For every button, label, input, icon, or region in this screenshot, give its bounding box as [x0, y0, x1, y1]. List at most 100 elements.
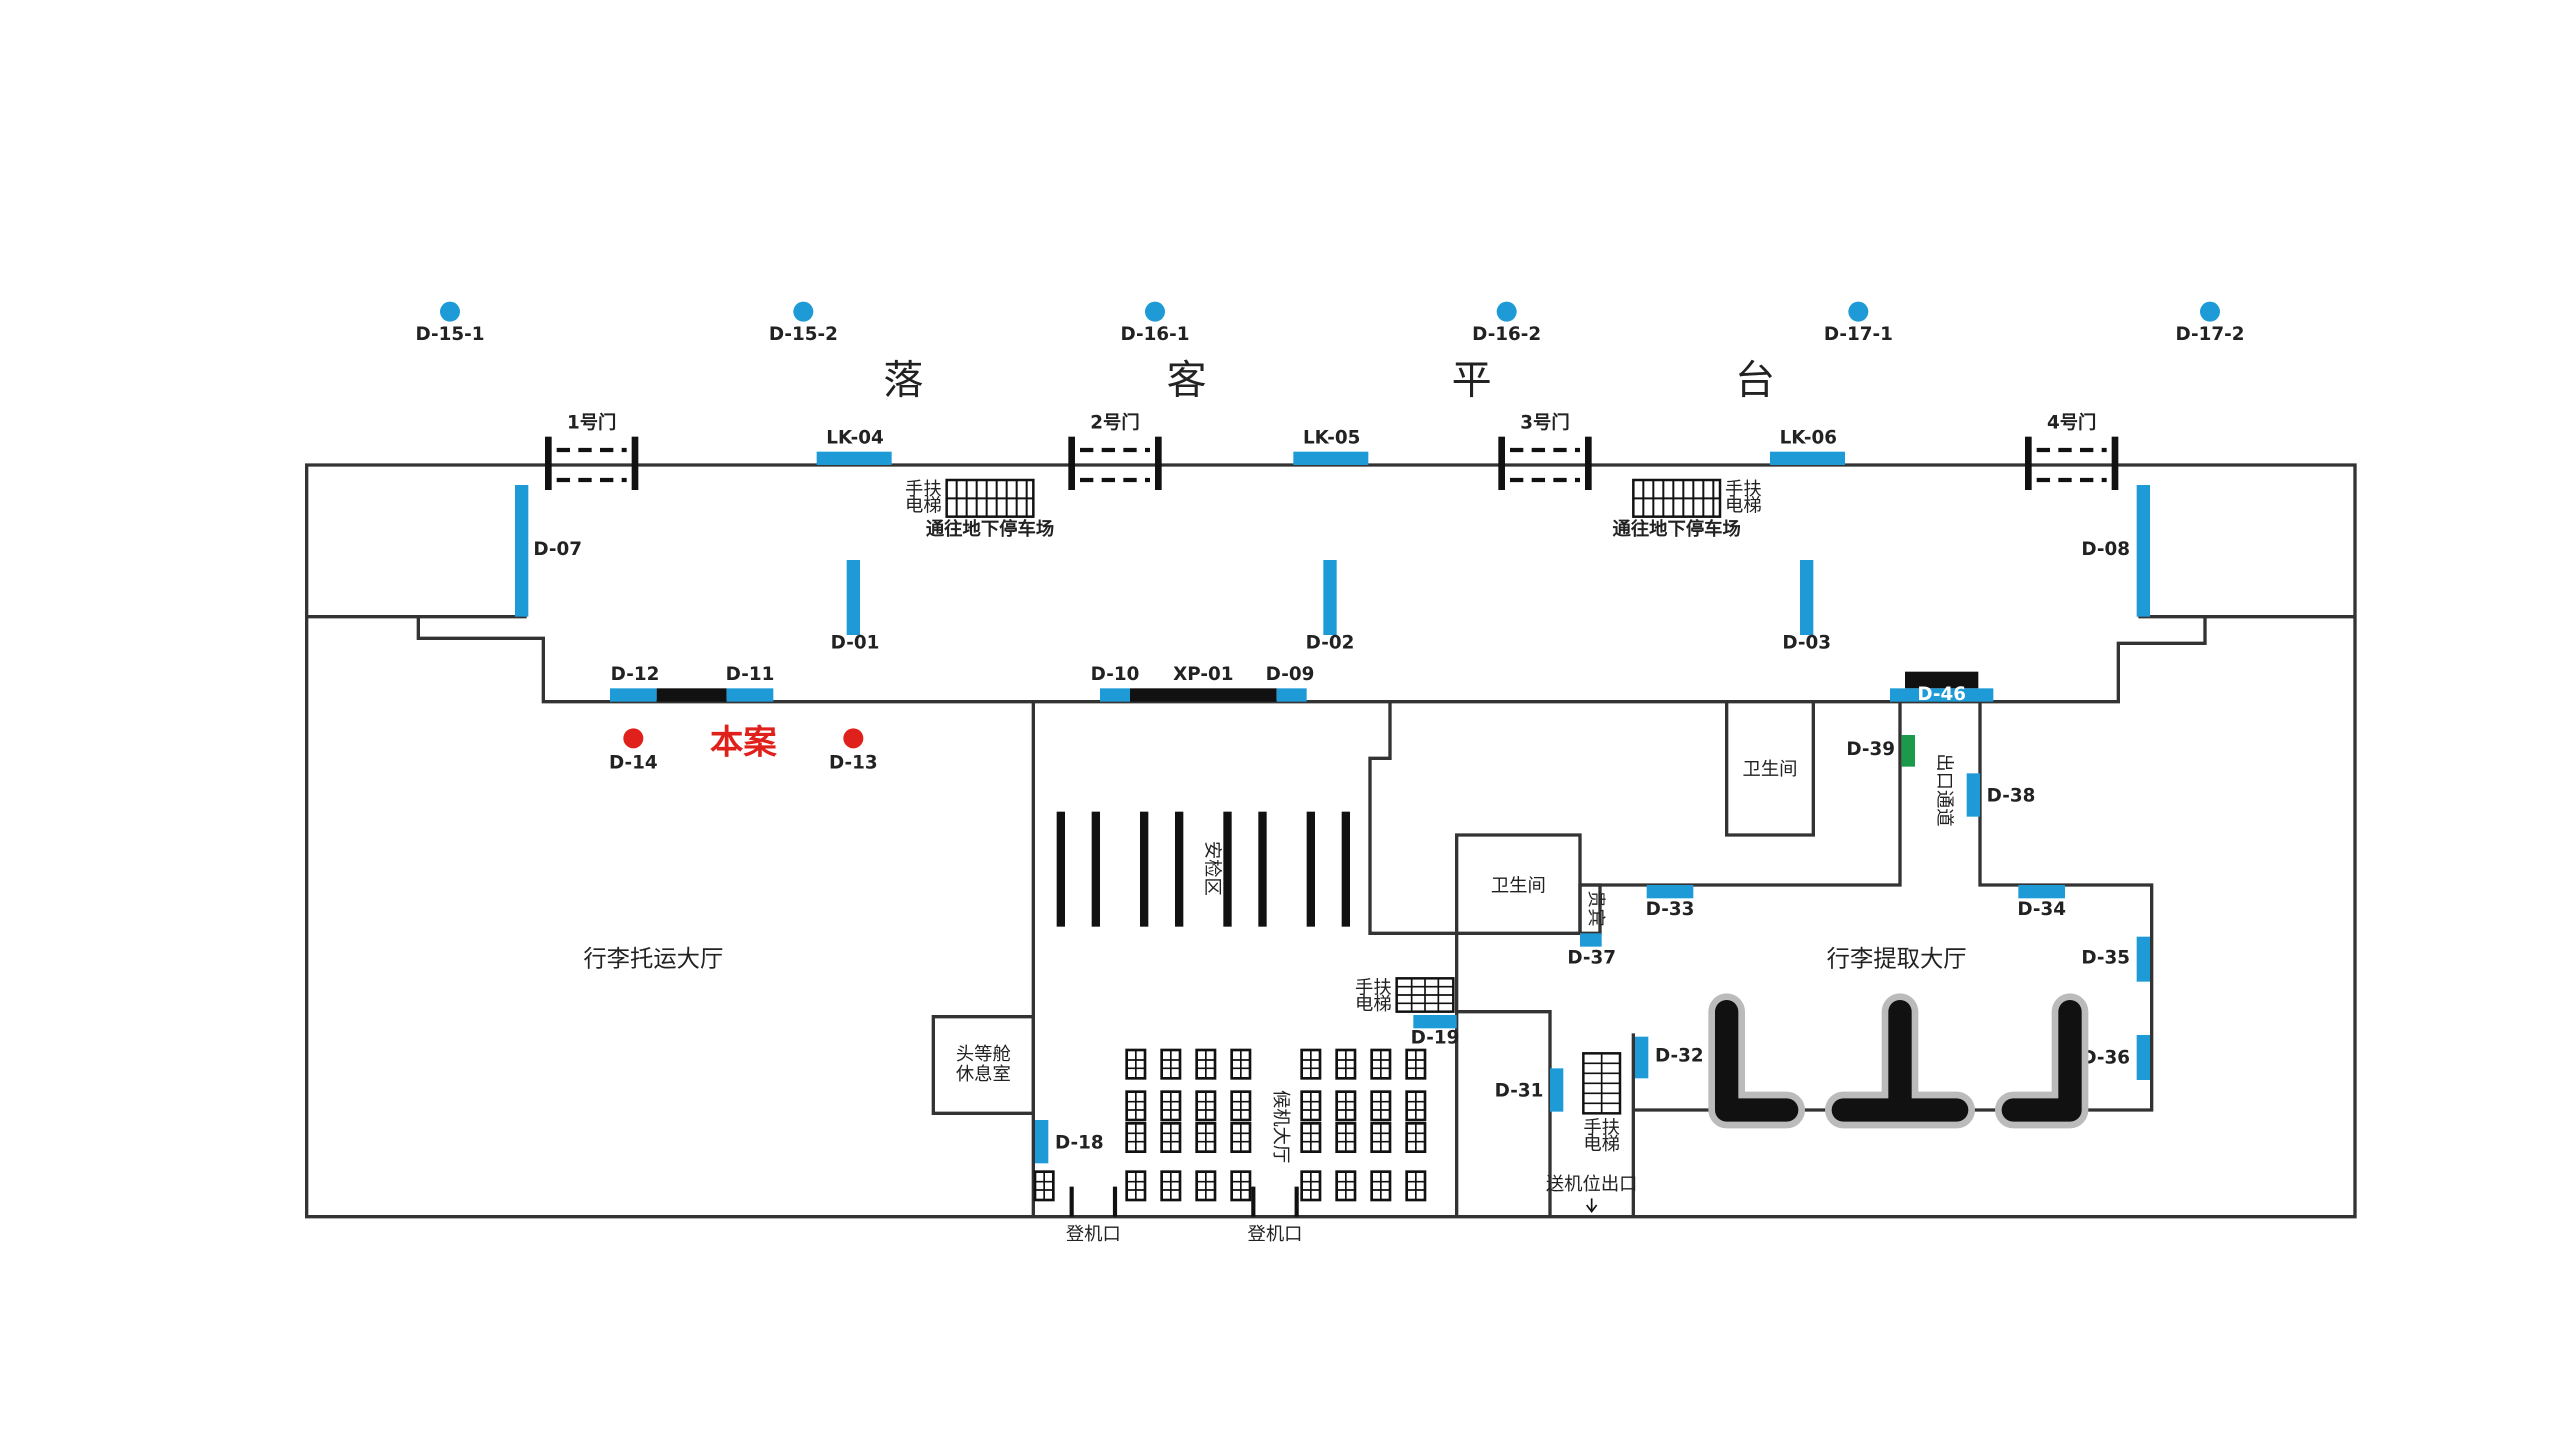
- escalator-label: 电梯: [905, 496, 942, 517]
- seat-grid: [1371, 1050, 1390, 1079]
- ad-label: D-36: [2081, 1047, 2130, 1068]
- ad-panel-d34[interactable]: [2018, 885, 2065, 899]
- seat-grid: [1301, 1171, 1320, 1200]
- gate-label: 3号门: [1520, 411, 1569, 433]
- escalator-label: 电梯: [1725, 496, 1762, 517]
- seat-grid: [1231, 1123, 1250, 1152]
- baggage-claim-label: 行李提取大厅: [1827, 945, 1967, 973]
- gate-1[interactable]: 1号门: [545, 411, 639, 490]
- security-lanes: [1056, 811, 1350, 927]
- ad-label: D-31: [1495, 1081, 1544, 1102]
- seat-grid: [1196, 1050, 1215, 1079]
- top-ad-label: D-15-2: [769, 324, 838, 345]
- dark-panel: [1905, 671, 1979, 689]
- ad-panel-d38[interactable]: [1966, 773, 1980, 817]
- ad-label: D-18: [1055, 1132, 1104, 1153]
- escalator-label: 手扶: [1355, 977, 1392, 998]
- boarding-gate-label: 登机口: [1066, 1224, 1121, 1245]
- escalator-label: 手扶: [905, 479, 942, 500]
- ad-label: D-01: [831, 632, 880, 653]
- ad-panel-d36[interactable]: [2136, 1035, 2150, 1080]
- baggage-carousels: [1708, 993, 2089, 1129]
- ad-panel-d32[interactable]: [1635, 1036, 1649, 1079]
- lk-board[interactable]: [1293, 451, 1369, 465]
- top-ad-dot[interactable]: [1496, 301, 1517, 322]
- escalator-right: 手扶 电梯 通往地下停车场: [1613, 478, 1762, 540]
- platform-char: 客: [1167, 357, 1207, 403]
- gate-2[interactable]: 2号门: [1068, 411, 1162, 490]
- waiting-hall-label: 候机大厅: [1270, 1090, 1291, 1163]
- seat-grid: [1301, 1050, 1320, 1079]
- ad-panel-d12[interactable]: [610, 688, 657, 702]
- ad-panel-d31[interactable]: [1550, 1068, 1564, 1112]
- interior-ads: D-18 D-19 D-31 D-32 D-33 D-34 D-35 D-36 …: [1035, 735, 2150, 1164]
- top-ad-dot[interactable]: [1848, 301, 1869, 322]
- ad-panel-d08[interactable]: [2136, 485, 2150, 617]
- top-ad-dot[interactable]: [440, 301, 460, 322]
- walls: [305, 463, 2357, 1219]
- top-ad-dot[interactable]: [2200, 301, 2220, 322]
- seat-grid: [1126, 1123, 1145, 1152]
- seat-grid: [1035, 1171, 1054, 1200]
- restroom-label: 卫生间: [1743, 759, 1798, 780]
- ad-label: D-08: [2081, 539, 2130, 560]
- seat-grid: [1161, 1050, 1180, 1079]
- gate-3[interactable]: 3号门: [1498, 411, 1592, 490]
- top-ad-label: D-16-2: [1472, 324, 1541, 345]
- ad-panel-d09[interactable]: [1276, 688, 1307, 702]
- platform-char: 落: [883, 357, 923, 403]
- restroom-label: 卫生间: [1491, 876, 1546, 897]
- seat-grid: [1196, 1171, 1215, 1200]
- ad-panel-d02[interactable]: [1323, 560, 1337, 635]
- gate-label: 4号门: [2047, 411, 2096, 433]
- carousel-icon: [2001, 1000, 2082, 1122]
- ad-label: D-19: [1411, 1027, 1460, 1048]
- room-labels: 行李托运大厅 行李提取大厅 卫生间 卫生间 头等舱 休息室 安检区 候机大厅 出…: [583, 753, 1966, 1245]
- seat-grid: [1161, 1123, 1180, 1152]
- seat-grid: [1336, 1123, 1355, 1152]
- ad-panel-d46[interactable]: [1890, 688, 1994, 702]
- lk-board[interactable]: [1770, 451, 1845, 465]
- platform-label: 落 客 平 台: [883, 357, 1775, 403]
- ad-label: D-35: [2081, 947, 2130, 968]
- seat-grid: [1336, 1091, 1355, 1120]
- seat-grid: [1196, 1091, 1215, 1120]
- checkin-hall-label: 行李托运大厅: [583, 945, 723, 973]
- seat-grid: [1406, 1091, 1425, 1120]
- ad-panel-d37[interactable]: [1580, 933, 1602, 947]
- green-panel-d39[interactable]: [1901, 735, 1915, 767]
- seat-grid: [1406, 1050, 1425, 1079]
- ad-panel-d35[interactable]: [2136, 936, 2150, 982]
- ad-panel-d33[interactable]: [1646, 885, 1694, 899]
- top-ad-dot[interactable]: [793, 301, 814, 322]
- ad-label: D-37: [1567, 947, 1616, 968]
- seat-grid: [1126, 1091, 1145, 1120]
- seat-grid: [1301, 1123, 1320, 1152]
- gates: 1号门 2号门 3号门 4号门: [545, 411, 2119, 490]
- escalator-label: 手扶: [1583, 1117, 1620, 1138]
- ad-panel-d19[interactable]: [1413, 1015, 1457, 1029]
- red-marker-d13[interactable]: [843, 728, 864, 749]
- ad-panel-d18[interactable]: [1035, 1120, 1049, 1164]
- ad-label: D-02: [1306, 632, 1355, 653]
- ad-panel-d10[interactable]: [1100, 688, 1130, 702]
- ad-panel-d01[interactable]: [846, 560, 860, 635]
- top-ad-dot[interactable]: [1145, 301, 1165, 322]
- red-marker-d14[interactable]: [623, 728, 644, 749]
- seat-grid: [1406, 1171, 1425, 1200]
- pickup-exit-label: 送机位出口: [1546, 1174, 1638, 1195]
- ad-panel-xp01[interactable]: [1130, 688, 1277, 702]
- gate-4[interactable]: 4号门: [2025, 411, 2119, 490]
- seat-grid: [1231, 1091, 1250, 1120]
- ad-panel-d03[interactable]: [1800, 560, 1814, 635]
- ad-label: D-11: [726, 664, 775, 685]
- ad-label: D-10: [1091, 664, 1140, 685]
- ad-label: D-33: [1646, 899, 1695, 920]
- ad-label: D-38: [1987, 786, 2036, 807]
- ad-panel-d11[interactable]: [726, 688, 774, 702]
- lk-board[interactable]: [816, 451, 892, 465]
- lk-label: LK-05: [1303, 427, 1360, 448]
- exit-corridor-label: 出口通道: [1933, 753, 1954, 826]
- ad-panel-d07[interactable]: [515, 485, 529, 617]
